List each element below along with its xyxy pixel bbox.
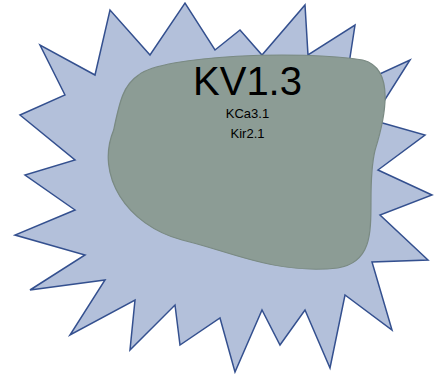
- channel-label-main: KV1.3: [193, 58, 302, 104]
- channel-label: Kir2.1: [231, 124, 265, 144]
- nucleus-node: KV1.3KCa3.1Kir2.1: [95, 48, 400, 280]
- nucleus-outline: [108, 55, 385, 269]
- text-stack: KV1.3KCa3.1Kir2.1: [95, 48, 400, 143]
- channel-label: KCa3.1: [226, 104, 269, 124]
- cell-outline: [15, 3, 432, 372]
